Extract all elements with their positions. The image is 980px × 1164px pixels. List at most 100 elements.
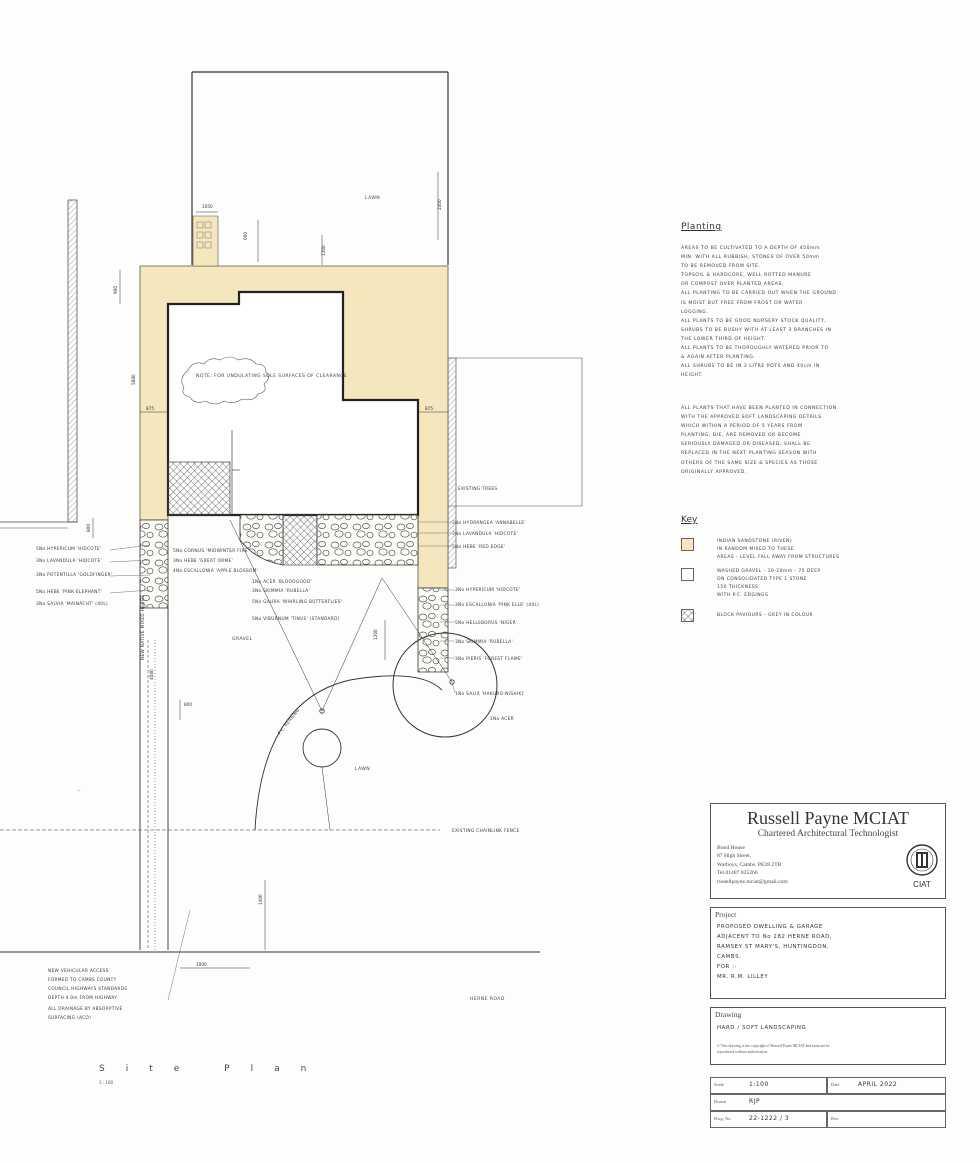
lawn-label-top: LAWN [365, 195, 380, 201]
block-paviour-area [167, 461, 231, 516]
right-plant-notes-2: 3No HYPERICUM 'HIDCOTE' 3No ESCALLONIA '… [455, 587, 539, 722]
dim-7: 800 [184, 702, 192, 707]
practice-subtitle: Chartered Architectural Technologist [757, 829, 899, 839]
svg-text:4No ESCALLONIA 'APPLE BLOSSOM': 4No ESCALLONIA 'APPLE BLOSSOM' [173, 568, 258, 574]
svg-text:NEW VEHICULAR ACCESS: NEW VEHICULAR ACCESS [48, 968, 109, 974]
dim-4: 875 [146, 406, 154, 411]
entrance-path [192, 215, 219, 267]
dim-1: 1050 [202, 204, 213, 209]
block-paviour-swatch [681, 609, 694, 622]
dim-14: 4080 [149, 669, 154, 680]
centre-plant-notes-2: 1No ACER 'BLOODGOOD' 3No SKIMMIA 'RUBELL… [252, 579, 342, 622]
road-frontage [0, 951, 540, 969]
svg-text:3No PIERIS 'FOREST FLAME': 3No PIERIS 'FOREST FLAME' [455, 656, 522, 662]
dim-10: 1000 [196, 962, 207, 967]
lawn-label-bottom: LAWN [355, 766, 370, 772]
house-note-text: NOTE: FOR UNDULATING SOLE SURFACES OF CL… [196, 373, 347, 379]
svg-text:3No HYDRANGEA 'ANNABELLE': 3No HYDRANGEA 'ANNABELLE' [452, 520, 526, 526]
svg-text:3No POTENTILLA 'GOLDFINGER': 3No POTENTILLA 'GOLDFINGER' [36, 572, 112, 578]
dimension-lines [92, 211, 448, 950]
project-description: PROPOSED DWELLING & GARAGE ADJACENT TO N… [717, 924, 833, 980]
copyright-note: © This drawing is the copyright of Russe… [717, 1044, 830, 1054]
existing-boundary-label: EXISTING CHAINLINK FENCE [452, 828, 519, 834]
site-plan-scale: 1 : 100 [99, 1080, 114, 1085]
revision-cell: Rev. [827, 1111, 946, 1128]
planting-paragraph-2: ALL PLANTS THAT HAVE BEEN PLANTED IN CON… [681, 406, 837, 475]
svg-text:3No ESCALLONIA 'PINK ELLE' (40: 3No ESCALLONIA 'PINK ELLE' (40L) [455, 602, 539, 608]
garden-layout [0, 519, 498, 950]
site-plan-title: Site Plan [99, 1064, 328, 1074]
svg-text:5No HELLEBORUS 'NIGER': 5No HELLEBORUS 'NIGER' [455, 620, 517, 626]
svg-text:5No HEBE 'PINK ELEPHANT': 5No HEBE 'PINK ELEPHANT' [36, 589, 102, 595]
project-label: Project [715, 910, 737, 919]
svg-text:DEPTH 4.0m FROM HIGHWAY: DEPTH 4.0m FROM HIGHWAY [48, 995, 117, 1001]
left-plant-notes: 5No HYPERICUM 'HIDCOTE' 3No LAVANDULA 'H… [36, 546, 112, 607]
leader-lines [109, 521, 456, 1001]
road-label: HERNE ROAD [470, 996, 505, 1002]
svg-text:COUNCIL HIGHWAYS STANDARDS: COUNCIL HIGHWAYS STANDARDS [48, 986, 127, 992]
pc-kerb-label: P.C. KERBING [277, 707, 301, 736]
svg-text:3No HEBE 'GREAT ORME': 3No HEBE 'GREAT ORME' [173, 558, 233, 564]
dim-6: 800 [86, 524, 91, 532]
dim-11: 1200 [321, 245, 326, 256]
boundary-note: NEW VEHICULAR ACCESS FORMED TO CAMBS COU… [48, 968, 127, 1021]
svg-text:3No SKIMMIA 'RUBELLA': 3No SKIMMIA 'RUBELLA' [252, 588, 310, 594]
svg-text:ALL DRAINAGE BY ABSORPTIVE: ALL DRAINAGE BY ABSORPTIVE [48, 1006, 122, 1012]
dim-9: 1400 [258, 894, 263, 905]
planting-paragraph-1: AREAS TO BE CULTIVATED TO A DEPTH OF 450… [681, 246, 837, 379]
svg-text:3No LAVANDULA 'HIDCOTE': 3No LAVANDULA 'HIDCOTE' [36, 558, 102, 564]
dim-8: 1200 [373, 629, 378, 640]
title-block-practice: Russell Payne MCIAT Chartered Architectu… [710, 803, 946, 899]
drawing-label: Drawing [715, 1010, 742, 1019]
svg-text:3No LAVANDULA 'HIDCOTE': 3No LAVANDULA 'HIDCOTE' [452, 531, 518, 537]
planting-beds [139, 514, 449, 673]
dim-3: 900 [113, 286, 118, 294]
plot-boundary [191, 71, 449, 265]
practice-address: Bond House 87 High Street, Warboys, Camb… [717, 845, 788, 885]
svg-text:3No SKIMMIA 'RUBELLA': 3No SKIMMIA 'RUBELLA' [455, 639, 513, 645]
svg-text:1No ACER: 1No ACER [490, 716, 514, 722]
scale-value: 1:100 [749, 1081, 769, 1088]
key-title: Key [681, 515, 698, 525]
date-cell: Date APRIL 2022 [827, 1077, 946, 1094]
planting-title: Planting [681, 222, 722, 232]
dim-2: 600 [243, 232, 248, 240]
svg-text:SURFACING (ACO): SURFACING (ACO) [48, 1015, 91, 1021]
svg-text:3No SALVIA 'MAINACHT' (40L): 3No SALVIA 'MAINACHT' (40L) [36, 601, 108, 607]
gravel-label: GRAVEL [232, 636, 252, 642]
svg-text:1No SALIX 'HAKURO-NISHIKI': 1No SALIX 'HAKURO-NISHIKI' [455, 691, 525, 697]
neighbour-wall-left [0, 199, 78, 529]
marker-label: _ [77, 787, 81, 792]
svg-text:FORMED TO CAMBS COUNTY: FORMED TO CAMBS COUNTY [48, 977, 117, 983]
svg-text:5No GAURA 'WHIRLING BUTTERFLIE: 5No GAURA 'WHIRLING BUTTERFLIES' [252, 599, 342, 605]
right-plant-notes: 3No HYDRANGEA 'ANNABELLE' 3No LAVANDULA … [452, 520, 526, 550]
existing-trees-label: EXISTING TREES [458, 486, 497, 492]
key-item-sandstone: INDIAN SANDSTONE (RIVEN) IN RANDOM MIXED… [681, 538, 951, 560]
drawing-number-value: 22-1222 / 3 [749, 1115, 790, 1122]
svg-text:5No HEBE 'RED EDGE': 5No HEBE 'RED EDGE' [452, 544, 505, 550]
centre-plant-notes: 5No CORNUS 'MIDWINTER FIRE' 3No HEBE 'GR… [173, 548, 258, 574]
dim-12: 5880 [131, 374, 136, 385]
drawing-title: HARD / SOFT LANDSCAPING [717, 1025, 807, 1031]
svg-text:1No ACER 'BLOODGOOD': 1No ACER 'BLOODGOOD' [252, 579, 312, 585]
house-note-cloud [181, 356, 269, 405]
sandstone-swatch [681, 538, 694, 551]
scale-cell: Scale 1:100 [710, 1077, 827, 1094]
svg-text:5No HYPERICUM 'HIDCOTE': 5No HYPERICUM 'HIDCOTE' [36, 546, 101, 552]
gravel-swatch [681, 568, 694, 581]
title-block-project: Project PROPOSED DWELLING & GARAGE ADJAC… [710, 907, 946, 999]
drawn-value: RJP [749, 1098, 761, 1105]
practice-name: Russell Payne MCIAT [747, 808, 909, 828]
svg-text:3No HYPERICUM 'HIDCOTE': 3No HYPERICUM 'HIDCOTE' [455, 587, 520, 593]
dim-13: 2400 [437, 199, 442, 210]
ciat-logo-icon: CIAT [906, 844, 938, 889]
svg-text:CIAT: CIAT [913, 880, 931, 889]
svg-text:5No CORNUS 'MIDWINTER FIRE': 5No CORNUS 'MIDWINTER FIRE' [173, 548, 249, 554]
dim-5: 875 [425, 406, 433, 411]
title-block-drawing: Drawing HARD / SOFT LANDSCAPING © This d… [710, 1007, 946, 1065]
drawing-number-cell: Dwg. No. 22-1222 / 3 [710, 1111, 827, 1128]
key-item-gravel: WASHED GRAVEL - 10-20mm - 75 DEEP ON CON… [681, 568, 951, 598]
key-item-block-paviours: BLOCK PAVIOURS - GREY IN COLOUR [681, 609, 951, 631]
